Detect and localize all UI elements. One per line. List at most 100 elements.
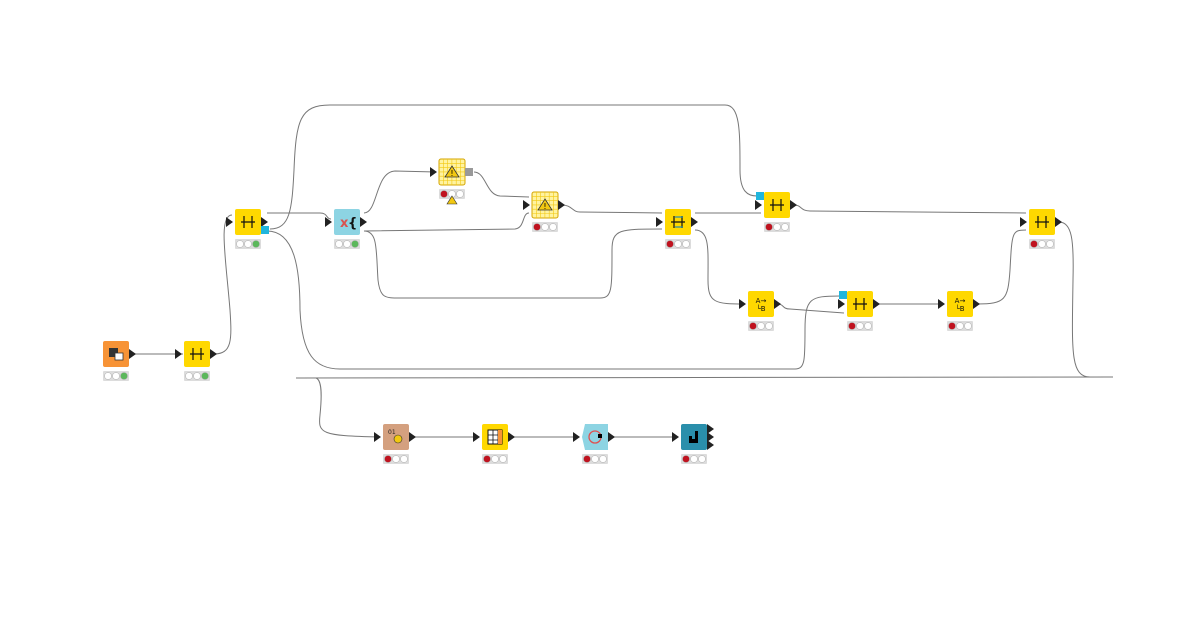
port-triangle[interactable] <box>573 432 580 442</box>
manipulator-node-icon <box>190 348 204 360</box>
node-body[interactable] <box>681 424 707 450</box>
port-triangle[interactable] <box>558 200 565 210</box>
node-excel-reader[interactable] <box>103 341 136 381</box>
port-triangle[interactable] <box>691 217 698 227</box>
column-filter-icon <box>853 298 867 310</box>
node-joiner-node[interactable] <box>656 209 698 249</box>
port-triangle[interactable] <box>1055 217 1062 227</box>
port-triangle[interactable] <box>175 349 182 359</box>
column-rename-icon: A→└B <box>756 297 767 313</box>
port-triangle[interactable] <box>790 200 797 210</box>
port-triangle[interactable] <box>360 217 367 227</box>
port-triangle[interactable] <box>656 217 663 227</box>
svg-text:└B: └B <box>756 304 765 313</box>
connection[interactable] <box>473 171 530 198</box>
port-triangle[interactable] <box>707 424 714 434</box>
port-triangle[interactable] <box>523 200 530 210</box>
port-triangle[interactable] <box>672 432 679 442</box>
node-partitioning-node[interactable] <box>226 209 269 249</box>
node-body[interactable] <box>748 291 774 317</box>
svg-text:A→: A→ <box>756 297 767 305</box>
concatenate-node-icon <box>1035 216 1049 228</box>
connection[interactable] <box>315 377 381 438</box>
port-triangle[interactable] <box>374 432 381 442</box>
node-table-view[interactable] <box>473 424 515 464</box>
flow-variable-port[interactable] <box>839 291 847 299</box>
status-traffic-light <box>184 371 210 381</box>
flow-variable-port[interactable] <box>756 192 764 200</box>
port-triangle[interactable] <box>873 299 880 309</box>
connection[interactable] <box>694 229 746 305</box>
connection[interactable] <box>777 303 845 314</box>
port-triangle[interactable] <box>973 299 980 309</box>
port-triangle[interactable] <box>608 432 615 442</box>
node-column-filter[interactable] <box>838 291 880 331</box>
port-triangle[interactable] <box>774 299 781 309</box>
status-traffic-light <box>482 454 508 464</box>
node-column-filter[interactable] <box>755 192 797 232</box>
node-column-rename[interactable]: A→└B <box>938 291 980 331</box>
port-triangle[interactable] <box>409 432 416 442</box>
port-triangle[interactable] <box>210 349 217 359</box>
node-missing-node[interactable]: ! <box>430 158 473 205</box>
status-traffic-light <box>847 321 873 331</box>
status-traffic-light <box>439 189 465 199</box>
missing-node-icon: ! <box>532 192 558 218</box>
port-triangle[interactable] <box>129 349 136 359</box>
loop-node-icon <box>588 430 602 444</box>
port-triangle[interactable] <box>325 217 332 227</box>
port-triangle[interactable] <box>838 299 845 309</box>
port-triangle[interactable] <box>261 217 268 227</box>
flow-variable-port[interactable] <box>261 226 269 234</box>
node-manipulator-node[interactable] <box>175 341 217 381</box>
connection[interactable] <box>561 204 663 214</box>
connection[interactable] <box>269 104 758 230</box>
connection[interactable] <box>266 230 841 370</box>
port-triangle[interactable] <box>473 432 480 442</box>
node-body[interactable] <box>334 209 360 235</box>
connection[interactable] <box>793 204 1027 214</box>
port-triangle[interactable] <box>430 167 437 177</box>
node-visualization-node[interactable] <box>672 424 714 464</box>
port-triangle[interactable] <box>226 217 233 227</box>
port-triangle[interactable] <box>1020 217 1027 227</box>
connection[interactable] <box>295 376 1114 379</box>
port-triangle[interactable] <box>707 440 714 450</box>
port-triangle[interactable] <box>707 432 714 442</box>
port-square[interactable] <box>465 168 473 176</box>
port-triangle[interactable] <box>739 299 746 309</box>
node-body[interactable] <box>582 424 608 450</box>
column-filter-icon <box>770 199 784 211</box>
node-missing-node[interactable]: ! <box>523 191 565 232</box>
excel-reader-icon <box>109 348 124 361</box>
node-body[interactable] <box>947 291 973 317</box>
port-triangle[interactable] <box>755 200 762 210</box>
status-traffic-light <box>383 454 409 464</box>
node-column-rename[interactable]: A→└B <box>739 291 781 331</box>
connection[interactable] <box>267 212 332 220</box>
port-triangle[interactable] <box>508 432 515 442</box>
connection[interactable] <box>976 229 1027 305</box>
svg-text:A→: A→ <box>955 297 966 305</box>
node-java-snippet[interactable]: x{ <box>325 209 367 249</box>
status-traffic-light <box>764 222 790 232</box>
partitioning-node-icon <box>241 216 255 228</box>
connection[interactable] <box>363 212 530 232</box>
status-traffic-light <box>582 454 608 464</box>
node-concatenate-node[interactable] <box>1020 209 1062 249</box>
connection[interactable] <box>363 228 663 299</box>
connection[interactable] <box>363 170 437 214</box>
node-learner-node[interactable]: 01 <box>374 424 416 464</box>
joiner-node-icon <box>671 216 685 228</box>
connections <box>132 104 1114 438</box>
connection[interactable] <box>213 214 233 355</box>
status-traffic-light <box>1029 239 1055 249</box>
svg-text:!: ! <box>543 202 546 211</box>
node-loop-node[interactable] <box>573 424 615 464</box>
status-traffic-light <box>681 454 707 464</box>
svg-text:└B: └B <box>955 304 964 313</box>
port-triangle[interactable] <box>938 299 945 309</box>
status-traffic-light <box>748 321 774 331</box>
connection[interactable] <box>1058 221 1091 378</box>
